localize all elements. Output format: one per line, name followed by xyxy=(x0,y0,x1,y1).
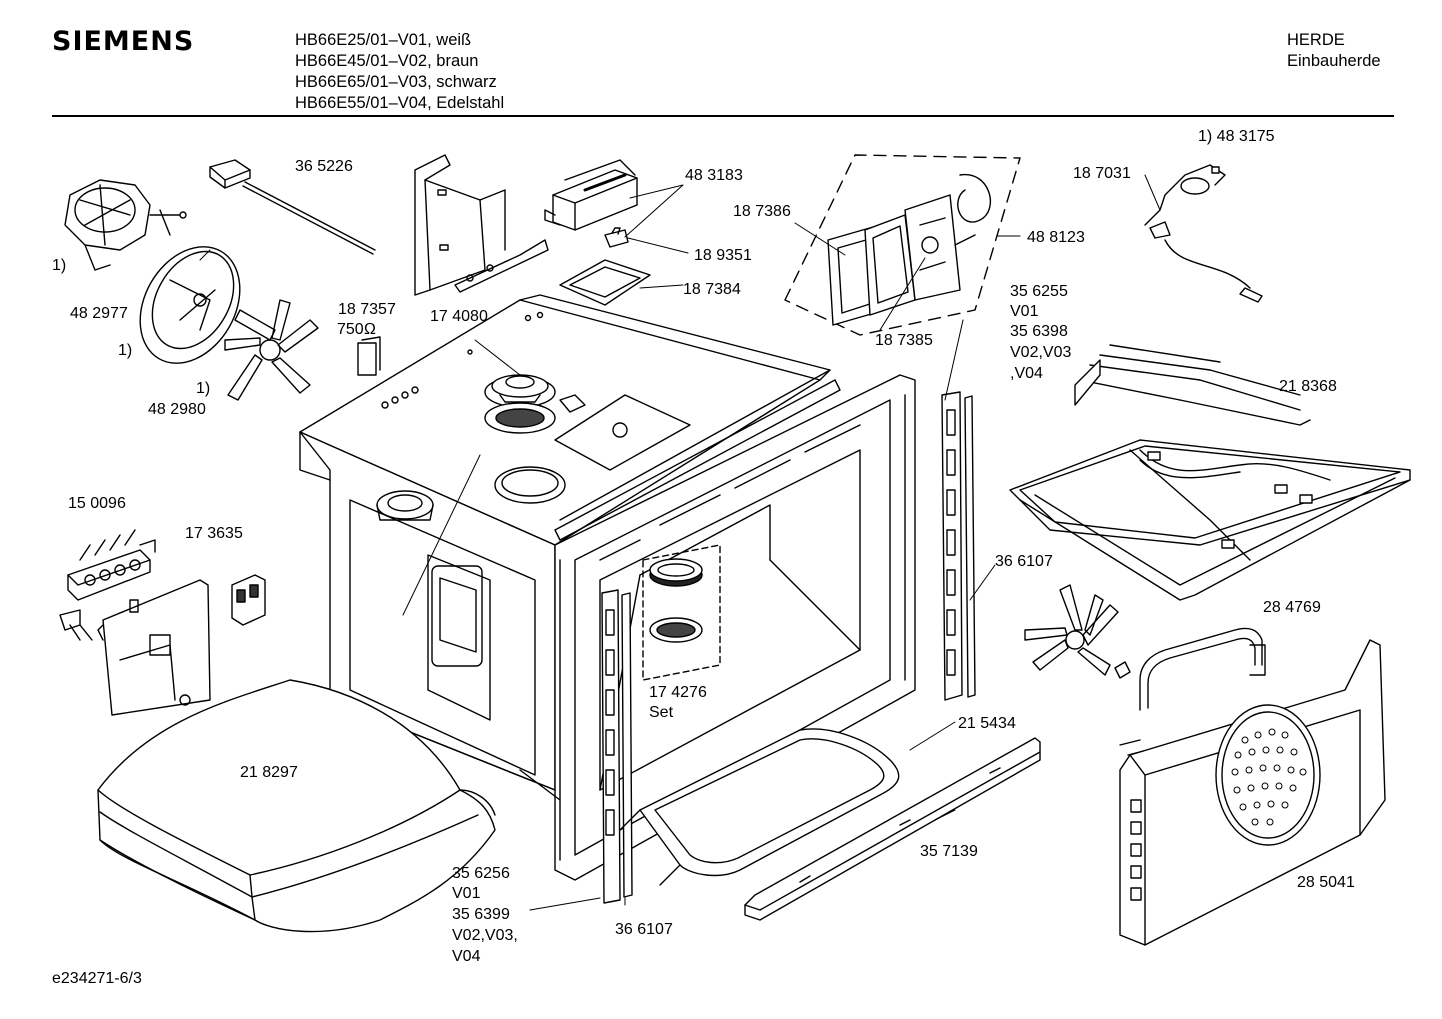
model-line: HB66E65/01–V03, schwarz xyxy=(295,73,497,91)
brand-logo: SIEMENS xyxy=(52,26,195,57)
document-id: e234271-6/3 xyxy=(52,970,142,987)
label-back-heater: 28 4769 xyxy=(1263,599,1321,616)
note-fan-motor: 1) xyxy=(52,257,66,274)
label-trim-left-b: 35 6399 xyxy=(452,906,510,923)
lamp-assembly xyxy=(784,154,1021,336)
label-trim-right-a-variant: V01 xyxy=(1010,303,1039,320)
header-divider xyxy=(52,115,1394,117)
lamp-gasket-top xyxy=(559,259,651,306)
label-heater-top: 21 8368 xyxy=(1279,378,1337,395)
label-trim-left-b-variant-2: V04 xyxy=(452,948,481,965)
lamp-set xyxy=(642,544,721,681)
label-lamp-set: 17 4276 xyxy=(649,684,707,701)
label-cavity-seal: 17 4080 xyxy=(430,308,488,325)
label-trim-right-b-variant: V02,V03 xyxy=(1010,344,1071,361)
label-trim-left-a: 35 6256 xyxy=(452,865,510,882)
model-list: HB66E25/01–V01, weiß HB66E45/01–V02, bra… xyxy=(295,30,504,114)
label-lamp-gasket: 18 7384 xyxy=(683,281,741,298)
terminal-connector xyxy=(67,529,156,601)
fan-blade xyxy=(224,299,319,401)
temperature-sensor xyxy=(1144,164,1263,303)
label-switch: 17 3635 xyxy=(185,525,243,542)
note-fan-blade: 1) xyxy=(196,380,210,397)
category-line: Einbauherde xyxy=(1287,52,1381,70)
bottom-heating-element xyxy=(619,728,900,886)
insulation-mat xyxy=(97,679,496,933)
label-sensor: 36 5226 xyxy=(295,158,353,175)
label-connector: 15 0096 xyxy=(68,495,126,512)
label-resistor: 18 7357 xyxy=(338,301,396,318)
oven-cavity xyxy=(299,294,916,881)
label-fan-housing: 48 2977 xyxy=(70,305,128,322)
label-trim-left-b-variant: V02,V03, xyxy=(452,927,518,944)
label-gasket-right: 36 6107 xyxy=(995,553,1053,570)
note-fan-housing: 1) xyxy=(118,342,132,359)
label-holder: 18 9351 xyxy=(694,247,752,264)
label-lamp-set-word: Set xyxy=(649,704,674,721)
side-trim-right xyxy=(941,391,976,701)
leader-lines xyxy=(199,174,1161,911)
label-trim-right-b-variant-2: ,V04 xyxy=(1010,365,1043,382)
label-lamp-cable: 48 8123 xyxy=(1027,229,1085,246)
part-labels: 1) 36 5226 48 2977 1) 1) 48 2980 18 7357… xyxy=(52,128,1355,965)
top-heating-element xyxy=(1009,344,1411,601)
label-resistor-value: 750Ω xyxy=(337,321,376,338)
resistor-block xyxy=(357,336,381,376)
label-trim-right-b: 35 6398 xyxy=(1010,323,1068,340)
fan-motor xyxy=(64,179,187,271)
rear-panel xyxy=(1119,639,1386,946)
control-bracket xyxy=(59,579,211,716)
convection-fan-cover xyxy=(376,374,586,521)
label-back-panel: 28 5041 xyxy=(1297,874,1355,891)
holder-clip xyxy=(604,227,629,248)
transformer xyxy=(544,159,638,231)
model-line: HB66E45/01–V02, braun xyxy=(295,52,479,70)
switch-block xyxy=(231,574,266,626)
sensor-probe xyxy=(209,159,376,255)
label-rail: 21 5434 xyxy=(958,715,1016,732)
label-fan-blade: 48 2980 xyxy=(148,401,206,418)
model-line: HB66E25/01–V01, weiß xyxy=(295,31,472,49)
side-trim-left xyxy=(601,589,633,904)
label-transformer: 48 3183 xyxy=(685,167,743,184)
label-gasket-left: 36 6107 xyxy=(615,921,673,938)
label-lamp-frame: 18 7385 xyxy=(875,332,933,349)
label-bar: 35 7139 xyxy=(920,843,978,860)
label-temp-sensor-note: 1) 48 3175 xyxy=(1198,128,1275,145)
fan-housing xyxy=(139,246,241,364)
model-line: HB66E55/01–V04, Edelstahl xyxy=(295,94,505,112)
label-trim-right-a: 35 6255 xyxy=(1010,283,1068,300)
category-line: HERDE xyxy=(1287,31,1345,49)
mounting-bracket xyxy=(414,154,549,296)
category-block: HERDE Einbauherde xyxy=(1287,30,1381,72)
slide-rail xyxy=(744,737,1041,921)
label-insulation: 21 8297 xyxy=(240,764,298,781)
label-temp-sensor: 18 7031 xyxy=(1073,165,1131,182)
label-lamp-cover: 18 7386 xyxy=(733,203,791,220)
label-trim-left-a-variant: V01 xyxy=(452,885,481,902)
fan-blade-rear xyxy=(1024,584,1131,679)
